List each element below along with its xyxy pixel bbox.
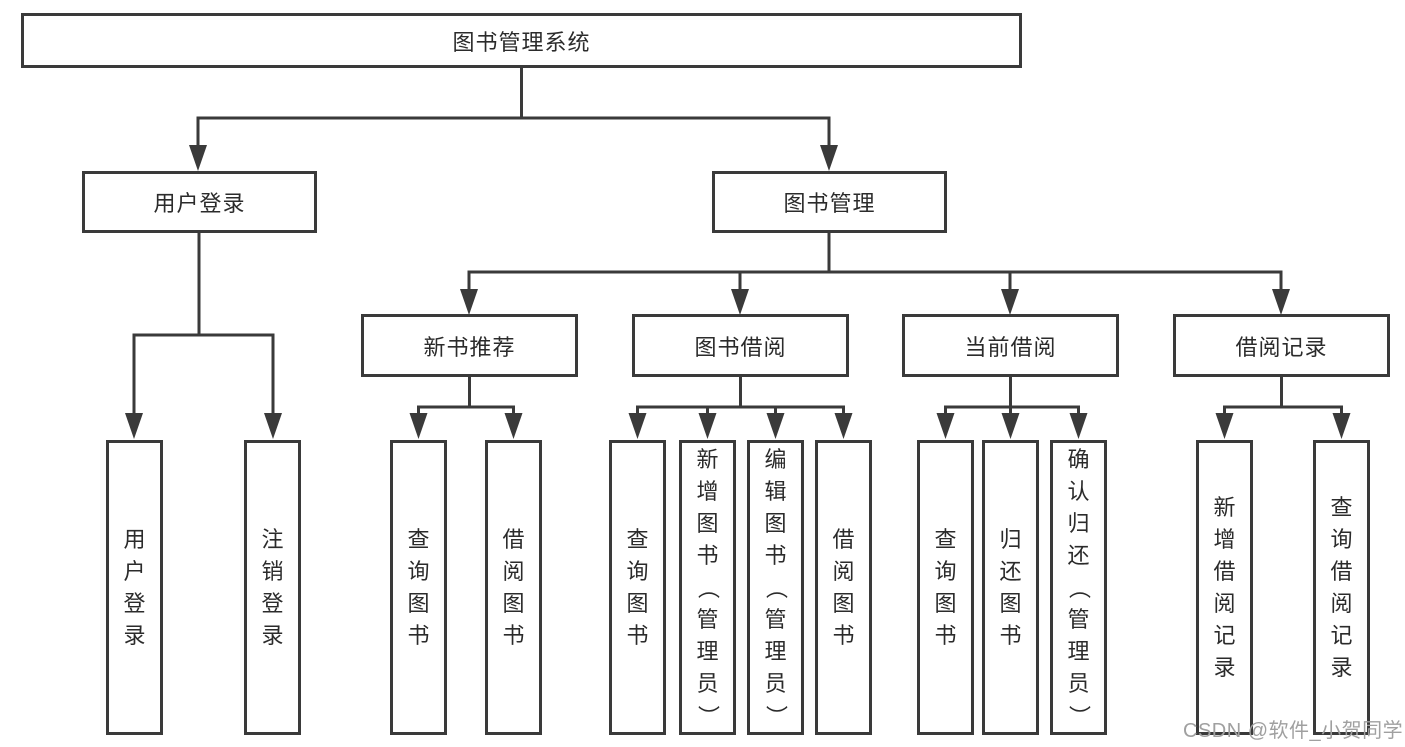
node-book-borrow-label: 图书借阅	[694, 334, 787, 360]
leaf-query-books-1: 查询图书	[390, 440, 447, 735]
node-user-login-label: 用户登录	[153, 191, 246, 216]
node-borrow-records-label: 借阅记录	[1235, 334, 1328, 360]
leaf-borrow-books-1: 借阅图书	[485, 440, 542, 735]
leaf-query-books-1-label: 查询图书	[407, 526, 430, 648]
leaf-query-borrow-record: 查询借阅记录	[1313, 440, 1370, 735]
leaf-confirm-return-admin-label: 确认归还（管理员）	[1066, 446, 1092, 727]
leaf-add-books-admin-label: 新增图书（管理员）	[695, 446, 721, 727]
csdn-watermark: CSDN @软件_小贺同学	[1183, 720, 1404, 742]
leaf-query-books-2: 查询图书	[609, 440, 666, 735]
leaf-query-borrow-record-label: 查询借阅记录	[1330, 494, 1353, 680]
leaf-user-login: 用户登录	[106, 440, 163, 735]
node-borrow-records: 借阅记录	[1173, 314, 1390, 377]
leaf-logout: 注销登录	[244, 440, 301, 735]
leaf-return-books: 归还图书	[982, 440, 1039, 735]
node-new-book-recommend-label: 新书推荐	[423, 334, 516, 360]
node-book-management: 图书管理	[712, 171, 947, 233]
leaf-return-books-label: 归还图书	[999, 526, 1022, 648]
node-book-management-label: 图书管理	[783, 191, 876, 216]
leaf-add-borrow-record-label: 新增借阅记录	[1213, 494, 1236, 680]
node-library-system-label: 图书管理系统	[452, 29, 591, 55]
node-current-borrow: 当前借阅	[902, 314, 1119, 377]
leaf-query-books-3: 查询图书	[917, 440, 974, 735]
leaf-logout-label: 注销登录	[261, 526, 284, 648]
leaf-edit-books-admin: 编辑图书（管理员）	[747, 440, 804, 735]
leaf-query-books-2-label: 查询图书	[626, 526, 649, 648]
leaf-query-books-3-label: 查询图书	[934, 526, 957, 648]
node-current-borrow-label: 当前借阅	[964, 334, 1057, 360]
leaf-borrow-books-2: 借阅图书	[815, 440, 872, 735]
node-book-borrow: 图书借阅	[632, 314, 849, 377]
leaf-user-login-label: 用户登录	[123, 526, 146, 648]
leaf-confirm-return-admin: 确认归还（管理员）	[1050, 440, 1107, 735]
leaf-add-borrow-record: 新增借阅记录	[1196, 440, 1253, 735]
leaf-borrow-books-2-label: 借阅图书	[832, 526, 855, 648]
leaf-add-books-admin: 新增图书（管理员）	[679, 440, 736, 735]
leaf-edit-books-admin-label: 编辑图书（管理员）	[763, 446, 789, 727]
node-library-system: 图书管理系统	[21, 13, 1022, 68]
leaf-borrow-books-1-label: 借阅图书	[502, 526, 525, 648]
node-user-login: 用户登录	[82, 171, 317, 233]
node-new-book-recommend: 新书推荐	[361, 314, 578, 377]
